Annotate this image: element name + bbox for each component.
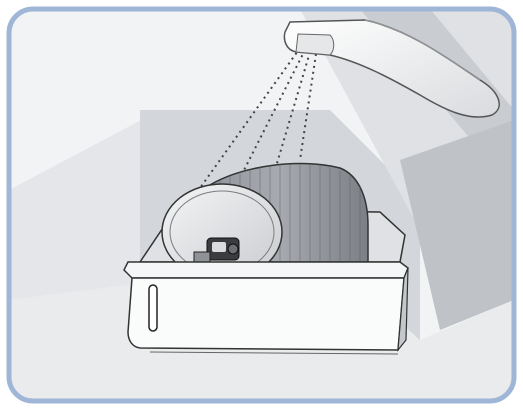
- printer-base-front: [128, 278, 404, 350]
- printer-indicator-slot: [149, 285, 157, 331]
- printer-base-top: [124, 262, 408, 278]
